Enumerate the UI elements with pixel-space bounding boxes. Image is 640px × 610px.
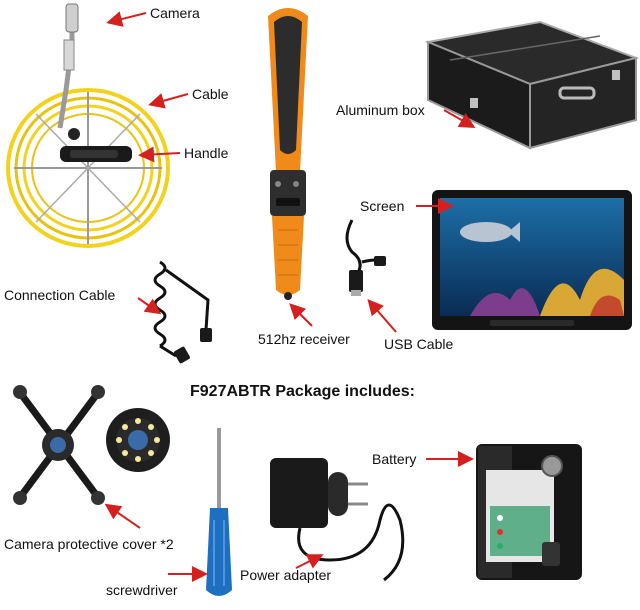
power-adapter	[270, 458, 405, 582]
battery-pack	[476, 444, 582, 580]
screwdriver	[206, 428, 232, 596]
label-camera-protective-cover: Camera protective cover *2	[4, 536, 174, 552]
label-screwdriver: screwdriver	[106, 582, 178, 598]
connection-cable	[153, 260, 212, 364]
label-connection-cable: Connection Cable	[4, 287, 116, 303]
label-handle: Handle	[184, 145, 229, 161]
label-battery: Battery	[372, 451, 417, 467]
receiver	[268, 8, 308, 300]
label-cable: Cable	[192, 86, 229, 102]
monitor-screen	[432, 190, 632, 330]
package-title: F927ABTR Package includes:	[190, 383, 415, 400]
label-power-adapter: Power adapter	[240, 567, 332, 583]
aluminum-box	[424, 20, 640, 150]
usb-cable	[345, 219, 386, 296]
callout-arrows	[104, 11, 476, 582]
camera-protective-covers	[13, 385, 170, 505]
label-usb-cable: USB Cable	[384, 336, 454, 352]
cable-reel	[6, 3, 170, 248]
label-512hz-receiver: 512hz receiver	[258, 331, 350, 347]
label-aluminum-box: Aluminum box	[336, 102, 425, 118]
label-camera: Camera	[150, 5, 200, 21]
label-screen: Screen	[360, 198, 405, 214]
